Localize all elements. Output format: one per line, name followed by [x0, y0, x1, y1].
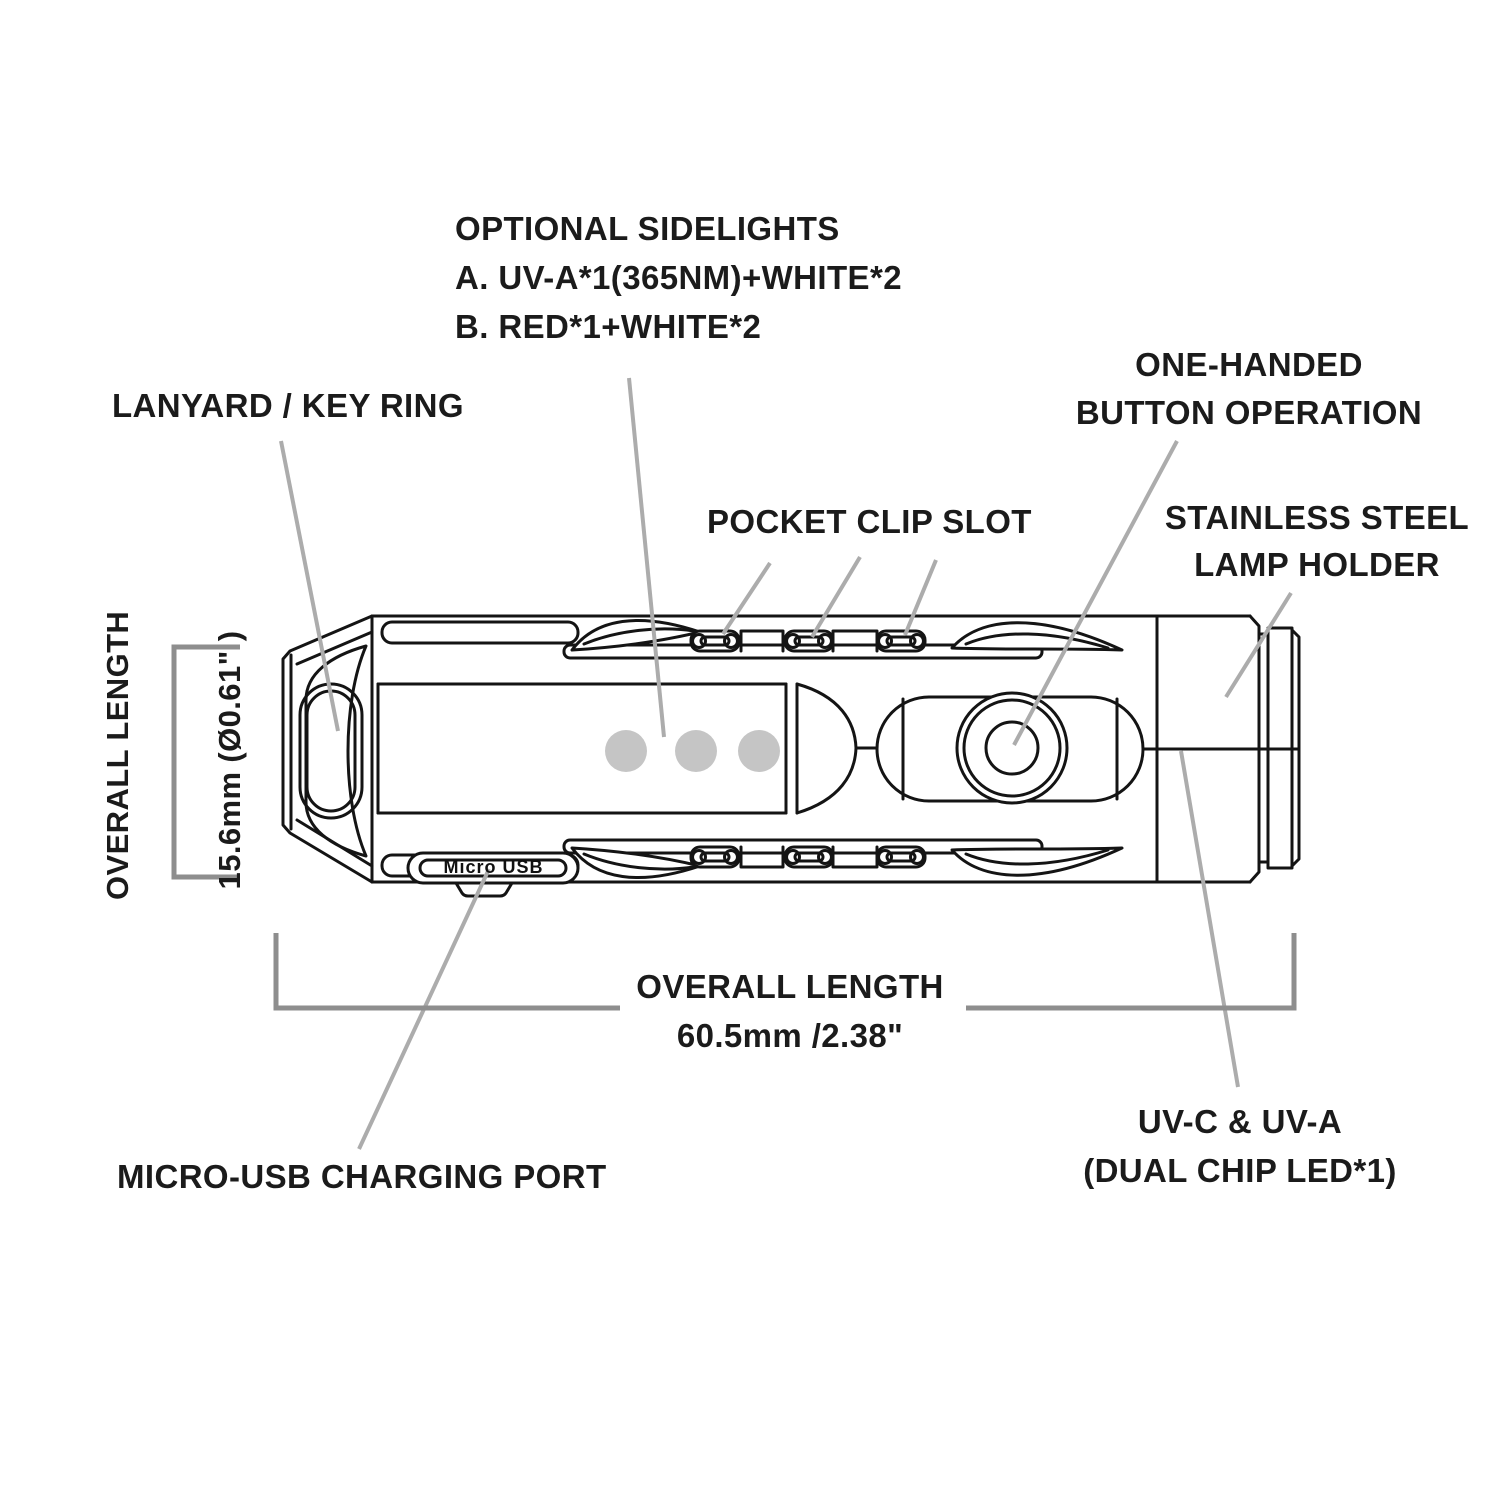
sidelight-dot	[675, 730, 717, 772]
label-pocket-clip-slot: POCKET CLIP SLOT	[707, 503, 1032, 540]
bezel	[1257, 626, 1301, 870]
label-micro-usb-port: MICRO-USB CHARGING PORT	[117, 1158, 607, 1195]
bottom-rail-block	[739, 845, 785, 869]
bottom-right-wing	[950, 846, 1124, 877]
bullet-tip	[795, 682, 858, 815]
lanyard-hole	[298, 682, 364, 820]
bottom-rail	[380, 838, 1124, 880]
label-line: OPTIONAL SIDELIGHTS	[455, 210, 840, 247]
top-rail-block	[739, 629, 785, 653]
label-stainless-lamp-holder: STAINLESS STEEL LAMP HOLDER	[1117, 494, 1500, 588]
sidelight-dot	[738, 730, 780, 772]
bracket-length-right	[966, 933, 1297, 1011]
label-uv-led: UV-C & UV-A (DUAL CHIP LED*1)	[1040, 1097, 1440, 1195]
top-rail	[380, 618, 1124, 660]
label-optional-sidelights: OPTIONAL SIDELIGHTS A. UV-A*1(365NM)+WHI…	[455, 204, 902, 351]
leader-lines	[279, 377, 1293, 1150]
leader-sidelights	[627, 377, 666, 738]
bracket-diameter	[171, 644, 240, 880]
micro-usb-port	[406, 851, 580, 898]
dimension-brackets	[171, 644, 1297, 1011]
label-line: LAMP HOLDER	[1194, 546, 1440, 583]
bracket-length-left	[273, 933, 620, 1011]
leader-clip-slot-1	[721, 561, 772, 636]
leader-lamp-holder	[1224, 591, 1293, 699]
button-center	[984, 720, 1040, 776]
label-one-handed-button: ONE-HANDED BUTTON OPERATION	[1049, 341, 1449, 437]
sidelight-dots	[605, 730, 780, 772]
label-line: BUTTON OPERATION	[1075, 394, 1423, 431]
label-line: (DUAL CHIP LED*1)	[1083, 1152, 1397, 1189]
pocket-clip-slots-top	[689, 629, 927, 653]
sidelight-dot	[605, 730, 647, 772]
label-line: ONE-HANDED	[1135, 346, 1363, 383]
tail-cap	[281, 614, 374, 884]
label-line: B. RED*1+WHITE*2	[455, 308, 762, 345]
port-tab	[454, 881, 514, 898]
leader-clip-slot-3	[903, 559, 938, 636]
side-button	[875, 691, 1145, 805]
leader-button	[1012, 440, 1179, 746]
label-overall-length-bottom: OVERALL LENGTH 60.5mm /2.38"	[590, 962, 990, 1060]
leader-uv-led	[1179, 750, 1240, 1088]
label-line: UV-C & UV-A	[1137, 1103, 1343, 1140]
label-diameter-value: 15.6mm (Ø0.61" )	[212, 630, 247, 890]
label-line: A. UV-A*1(365NM)+WHITE*2	[455, 259, 902, 296]
label-line: 60.5mm /2.38"	[676, 1017, 904, 1054]
leader-clip-slot-2	[810, 555, 862, 639]
label-lanyard: LANYARD / KEY RING	[112, 387, 464, 424]
flashlight-body	[281, 614, 1301, 898]
leader-lanyard	[279, 440, 340, 732]
label-overall-length-side: OVERALL LENGTH	[100, 610, 135, 900]
label-line: STAINLESS STEEL	[1164, 499, 1470, 536]
top-slot	[380, 620, 580, 645]
port-engraving-text: Micro USB	[443, 857, 544, 877]
top-right-wing	[950, 621, 1124, 652]
label-line: OVERALL LENGTH	[636, 968, 944, 1005]
face-panel	[376, 682, 879, 815]
pocket-clip-slots-bottom	[689, 845, 927, 869]
